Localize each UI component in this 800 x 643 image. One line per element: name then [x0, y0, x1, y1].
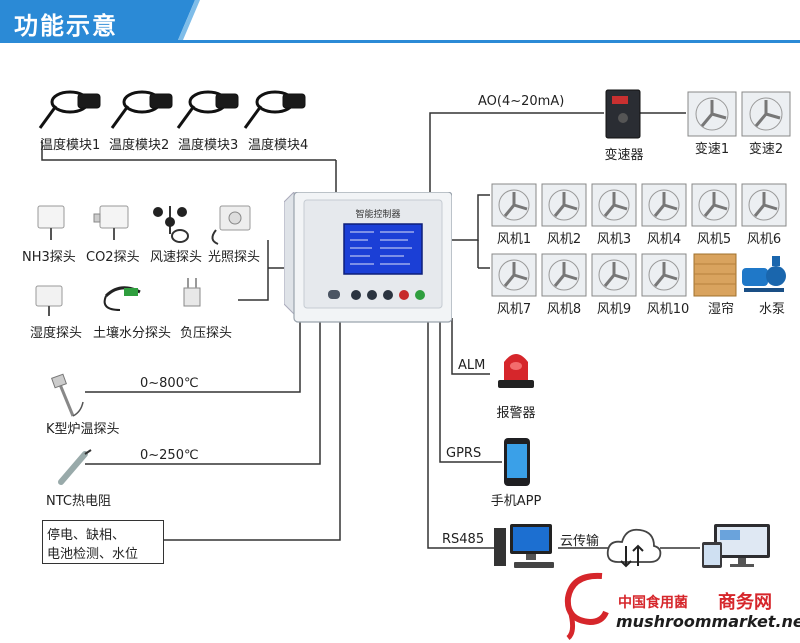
var-fan-1-label: 变速1 [694, 142, 730, 157]
wind-probe-label: 风速探头 [150, 250, 203, 265]
temp-module-4-icon [243, 90, 306, 129]
fan-1-icon [491, 183, 537, 227]
humidity-probe-icon [35, 285, 63, 316]
fan-8-label: 风机8 [546, 302, 582, 317]
variable-fan-icons [687, 91, 791, 137]
k-probe-range: 0~800℃ [140, 376, 199, 391]
fan-row2-icons [491, 253, 786, 297]
header-bar [0, 0, 800, 43]
ntc-probe-icon [58, 449, 92, 485]
var-fan-2-label: 变速2 [748, 142, 784, 157]
rs485-label: RS485 [442, 532, 485, 547]
nh3-probe-icon [37, 205, 65, 240]
fan-9-label: 风机9 [596, 302, 632, 317]
wet-curtain-icon [693, 253, 737, 297]
page-title: 功能示意 [14, 12, 118, 40]
nh3-probe-label: NH3探头 [22, 250, 76, 265]
humidity-probe-label: 湿度探头 [30, 326, 83, 341]
fan-3-label: 风机3 [596, 232, 632, 247]
alarm-light-icon [498, 354, 534, 388]
temp-module-1-icon [38, 90, 101, 129]
fan-7-label: 风机7 [496, 302, 532, 317]
fan-6-icon [741, 183, 787, 227]
inverter-icon [605, 89, 641, 139]
water-pump-icon [742, 256, 786, 292]
k-probe-icon [51, 373, 84, 417]
var-fan-1-icon [687, 91, 737, 137]
fan-9-icon [591, 253, 637, 297]
fan-4-label: 风机4 [646, 232, 682, 247]
fan-3-icon [591, 183, 637, 227]
inverter-label: 变速器 [604, 148, 644, 163]
cloud-icon [606, 528, 662, 568]
fan-5-icon [691, 183, 737, 227]
alm-label: ALM [458, 358, 486, 373]
temp-module-4-label: 温度模块4 [248, 138, 309, 153]
k-probe-label: K型炉温探头 [46, 422, 120, 437]
watermark-url: mushroommarket.net [616, 612, 800, 631]
temp-module-2-icon [110, 90, 173, 129]
gprs-label: GPRS [446, 446, 482, 461]
soil-probe-label: 土壤水分探头 [93, 326, 172, 341]
probe-row2-icons [35, 278, 201, 316]
soil-moisture-probe-icon [103, 286, 141, 311]
fan-row1-icons [491, 183, 787, 227]
temp-module-3-label: 温度模块3 [178, 138, 239, 153]
phone-icon [504, 438, 530, 486]
alarm-device-label: 报警器 [496, 406, 536, 421]
alarm-input-line2: 电池检测、水位 [47, 547, 139, 562]
co2-probe-label: CO2探头 [86, 250, 140, 265]
watermark-cn-big: 商务网 [718, 592, 772, 613]
cloud-transfer-label: 云传输 [560, 534, 600, 549]
light-probe-icon [211, 205, 251, 245]
pressure-probe-icon [183, 278, 201, 307]
water-pump-label: 水泵 [758, 302, 786, 317]
temp-module-3-icon [176, 90, 239, 129]
phone-app-label: 手机APP [490, 494, 542, 509]
ntc-label: NTC热电阻 [46, 494, 111, 509]
fan-8-icon [541, 253, 587, 297]
watermark-logo-icon [564, 572, 609, 640]
probe-row1-icons [37, 205, 251, 245]
monitoring-screens-icon [702, 524, 770, 568]
alarm-input-box: 停电、缺相、 电池检测、水位 [42, 520, 164, 564]
ao-label: AO(4~20mA) [478, 94, 565, 109]
watermark-cn-small: 中国食用菌 [618, 595, 688, 611]
temperature-module-icons [38, 90, 306, 129]
temp-module-2-label: 温度模块2 [109, 138, 170, 153]
temp-module-1-label: 温度模块1 [40, 138, 101, 153]
alarm-input-line1: 停电、缺相、 [47, 528, 126, 543]
var-fan-2-icon [741, 91, 791, 137]
controller-device [284, 192, 452, 323]
wind-speed-probe-icon [153, 206, 189, 243]
fan-1-label: 风机1 [496, 232, 532, 247]
controller-title: 智能控制器 [355, 210, 401, 220]
fan-5-label: 风机5 [696, 232, 732, 247]
fan-2-label: 风机2 [546, 232, 582, 247]
fan-4-icon [641, 183, 687, 227]
fan-2-icon [541, 183, 587, 227]
co2-probe-icon [93, 205, 129, 240]
wet-curtain-label: 湿帘 [707, 302, 735, 317]
fan-10-icon [641, 253, 687, 297]
fan-10-label: 风机10 [646, 302, 690, 317]
fan-6-label: 风机6 [746, 232, 782, 247]
pressure-probe-label: 负压探头 [180, 326, 233, 341]
ntc-range: 0~250℃ [140, 448, 199, 463]
fan-7-icon [491, 253, 537, 297]
computer-icon [494, 524, 554, 568]
light-probe-label: 光照探头 [208, 250, 261, 265]
